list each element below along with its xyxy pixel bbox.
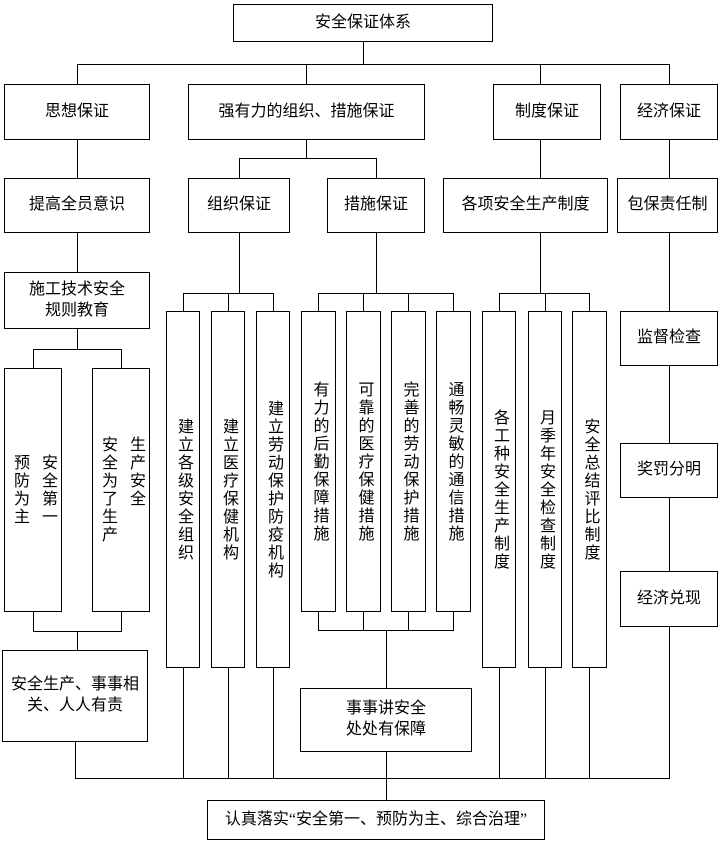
connector-line (239, 233, 240, 293)
node-establish-medical-orgs: 建立医疗保健机构 (211, 311, 245, 668)
connector-line (363, 42, 364, 64)
connector-line (75, 778, 670, 779)
connector-line (77, 329, 78, 349)
connector-line (77, 631, 78, 650)
connector-line (228, 293, 229, 311)
node-final-implementation: 认真落实“安全第一、预防为主、综合治理” (207, 800, 545, 840)
connector-line (540, 233, 541, 293)
node-labor-protection-measures: 完善的劳动保护措施 (391, 311, 426, 612)
connector-line (408, 293, 409, 311)
connector-line (376, 233, 377, 293)
connector-line (386, 752, 387, 800)
connector-line (669, 233, 670, 311)
node-organization-guarantee: 组织保证 (188, 178, 290, 233)
connector-line (273, 668, 274, 778)
connector-line (669, 627, 670, 778)
connector-line (540, 64, 541, 84)
node-responsibility-system: 包保责任制 (617, 178, 718, 233)
connector-line (545, 668, 546, 778)
connector-line (33, 349, 122, 350)
connector-line (239, 158, 240, 178)
connector-line (33, 349, 34, 368)
connector-line (453, 612, 454, 630)
connector-line (77, 233, 78, 272)
connector-line (453, 293, 454, 311)
node-trade-production-system: 各工种安全生产制度 (482, 311, 516, 668)
node-safety-first-prevention: 安全第一 预防为主 (4, 368, 62, 612)
connector-line (318, 612, 319, 630)
connector-line (77, 64, 78, 84)
node-tech-safety-education: 施工技术安全 规则教育 (4, 272, 150, 329)
connector-line (669, 498, 670, 571)
node-medical-care-measures: 可靠的医疗保健措施 (346, 311, 381, 612)
node-reward-punishment: 奖罚分明 (620, 443, 718, 498)
node-inspection-system: 月季年安全检查制度 (528, 311, 562, 668)
connector-line (545, 293, 546, 311)
connector-line (376, 158, 377, 178)
connector-line (499, 293, 500, 311)
connector-line (306, 140, 307, 158)
node-production-systems: 各项安全生产制度 (443, 178, 608, 233)
connector-line (408, 612, 409, 630)
connector-line (306, 64, 307, 84)
node-production-safety: 生产安全 安全为了生产 (92, 368, 150, 612)
connector-line (75, 742, 76, 778)
connector-line (228, 668, 229, 778)
connector-line (33, 612, 34, 631)
connector-line (589, 293, 590, 311)
node-ideological-guarantee: 思想保证 (4, 84, 150, 140)
connector-line (77, 140, 78, 178)
connector-line (239, 158, 377, 159)
node-establish-safety-orgs: 建立各级安全组织 (166, 311, 200, 668)
node-org-measure-guarantee: 强有力的组织、措施保证 (188, 84, 425, 140)
node-safety-assurance-system: 安全保证体系 (233, 4, 493, 42)
node-logistics-support-measures: 有力的后勤保障措施 (301, 311, 336, 612)
connector-line (669, 366, 670, 443)
node-supervision-inspection: 监督检查 (620, 311, 718, 366)
node-communication-measures: 通畅灵敏的通信措施 (436, 311, 471, 612)
connector-line (669, 64, 670, 84)
node-measure-guarantee: 措施保证 (327, 178, 425, 233)
connector-line (121, 349, 122, 368)
connector-line (273, 293, 274, 311)
node-economic-guarantee: 经济保证 (620, 84, 718, 140)
connector-line (318, 293, 454, 294)
connector-line (363, 293, 364, 311)
connector-line (183, 668, 184, 778)
connector-line (540, 140, 541, 178)
node-establish-labor-protection-orgs: 建立劳动保护防疫机构 (256, 311, 290, 668)
connector-line (669, 140, 670, 178)
connector-line (363, 612, 364, 630)
connector-line (318, 293, 319, 311)
node-economic-fulfillment: 经济兑现 (620, 571, 718, 627)
connector-line (386, 630, 387, 688)
connector-line (121, 612, 122, 631)
connector-line (589, 668, 590, 778)
node-evaluation-system: 安全总结评比制度 (572, 311, 607, 668)
connector-line (499, 668, 500, 778)
node-system-guarantee: 制度保证 (493, 84, 601, 140)
node-raise-awareness: 提高全员意识 (4, 178, 150, 233)
connector-line (183, 293, 184, 311)
connector-line (77, 64, 670, 65)
node-everyone-responsible: 安全生产、事事相关、人人有责 (2, 650, 148, 742)
node-safety-everywhere: 事事讲安全 处处有保障 (300, 688, 472, 752)
connector-line (499, 293, 590, 294)
